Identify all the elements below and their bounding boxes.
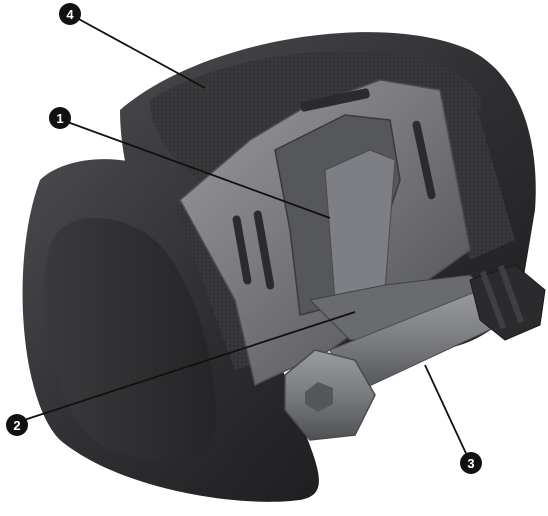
plate-slot-2: [253, 210, 275, 290]
callout-4: 4: [59, 3, 81, 25]
callout-1: 1: [49, 107, 71, 129]
leader-line-4: [74, 16, 206, 89]
nut-ring-2: [497, 264, 525, 324]
callout-3-label: 3: [467, 456, 474, 471]
nut-ring-1: [479, 270, 507, 330]
plate-slot-3: [412, 120, 436, 200]
strap-opening: [44, 218, 216, 463]
buckle-front: [324, 149, 396, 301]
callout-3: 3: [460, 452, 482, 474]
buckle-top-slot: [300, 88, 370, 112]
leader-line-2: [17, 311, 356, 423]
leader-line-1: [61, 119, 331, 219]
callout-4-label: 4: [66, 7, 74, 22]
thumb-screw-hex-socket: [305, 382, 333, 412]
callout-1-label: 1: [56, 111, 63, 126]
callout-2-label: 2: [13, 418, 20, 433]
leader-line-3: [424, 364, 471, 463]
callout-2: 2: [6, 414, 28, 436]
plate-slot-1: [232, 215, 252, 285]
